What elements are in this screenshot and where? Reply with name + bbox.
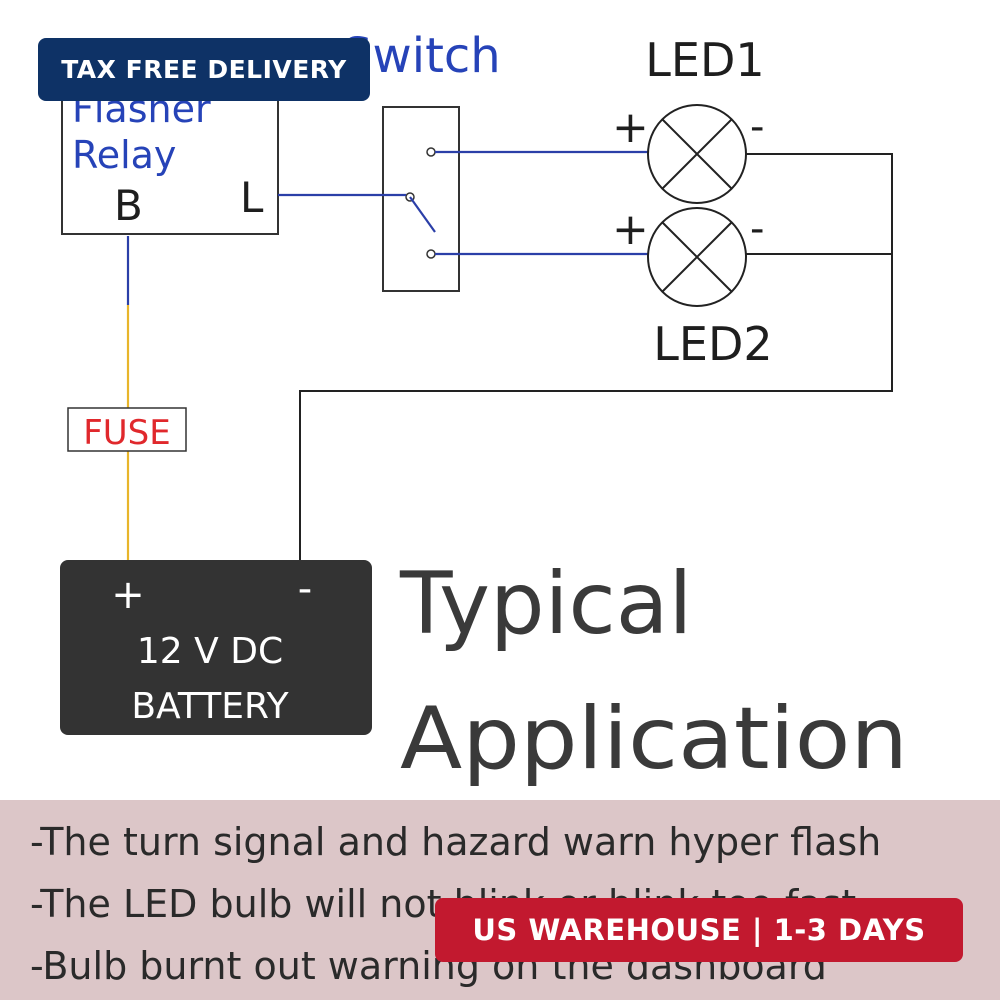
battery-voltage: 12 V DC (137, 631, 283, 672)
led2-label: LED2 (653, 317, 772, 371)
led2-plus: + (612, 204, 649, 255)
battery-plus: + (111, 572, 145, 618)
led2-minus: - (750, 206, 764, 252)
flasher-relay-box (61, 87, 279, 235)
us-warehouse-badge: US WAREHOUSE | 1-3 DAYS (435, 898, 963, 962)
switch-contact-top (426, 147, 436, 157)
note-item: -The turn signal and hazard warn hyper f… (30, 820, 882, 864)
switch-contact-bottom (426, 249, 436, 259)
wire-led1-ground (299, 153, 893, 560)
fuse-box (67, 407, 187, 452)
tax-free-delivery-badge: TAX FREE DELIVERY (38, 38, 370, 101)
led1-bulb-icon (647, 104, 747, 204)
led1-minus: - (750, 104, 764, 150)
heading-line2: Application (400, 689, 908, 789)
relay-terminal-l: L (240, 173, 264, 222)
led1-plus: + (612, 102, 649, 153)
switch-lever (409, 196, 436, 233)
battery-box (60, 560, 372, 735)
battery-label: BATTERY (131, 686, 289, 727)
battery-minus: - (298, 566, 312, 612)
relay-label-line2: Relay (72, 133, 176, 177)
led1-label: LED1 (645, 33, 764, 87)
switch-box (382, 106, 460, 292)
led2-bulb-icon (647, 207, 747, 307)
relay-terminal-b: B (114, 181, 143, 230)
fuse-label: FUSE (83, 413, 171, 453)
heading-line1: Typical (399, 554, 692, 654)
